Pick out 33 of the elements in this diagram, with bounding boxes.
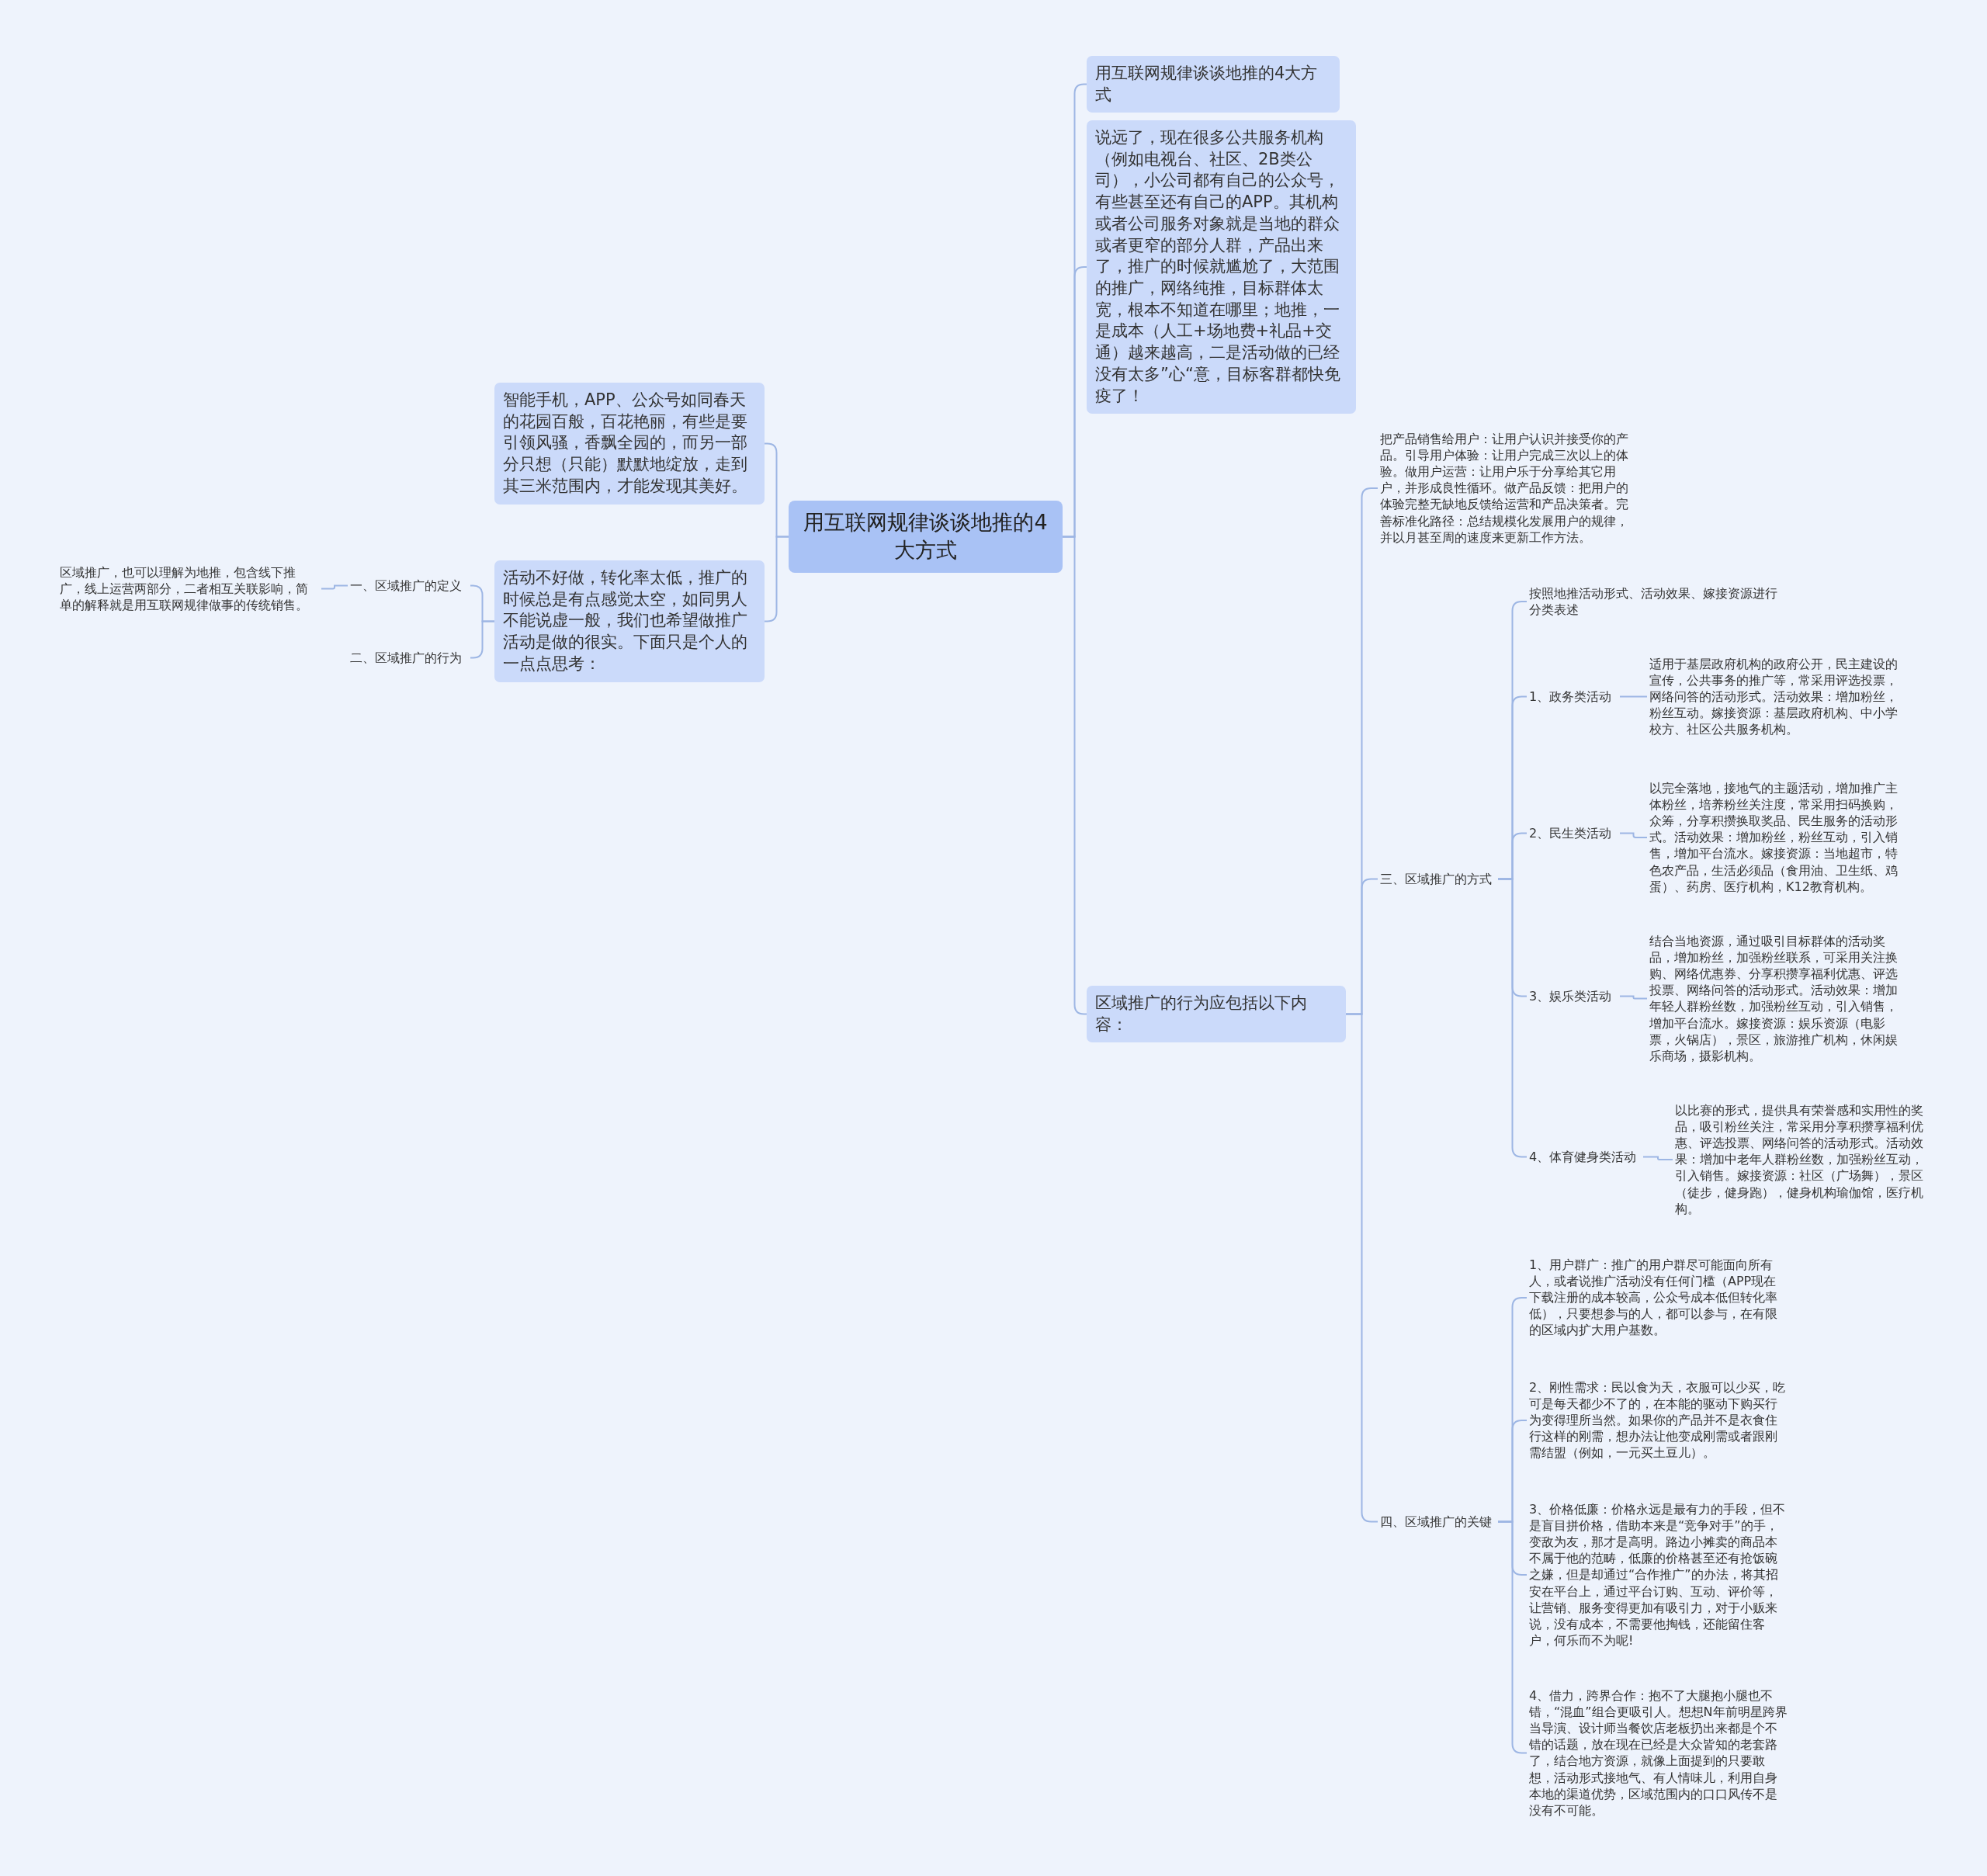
topic-text: 以完全落地，接地气的主题活动，增加推广主体粉丝，培养粉丝关注度，常采用扫码换购，众筹，分享积攒换取奖品、民生服务的活动形式。活动效果：增加粉丝，粉丝互动，引入销售，增加平台流水。嫁接资源：当地超市，特色农产品，生活必须品（食用油、卫生纸、鸡蛋）、药房、医疗机构，K12教育机构。 <box>1647 778 1907 896</box>
topic-text: 3、娱乐类活动 <box>1527 987 1620 1007</box>
topic-text: 二、区域推广的行为 <box>348 648 470 668</box>
topic-text: 1、用户群广：推广的用户群尽可能面向所有人，或者说推广活动没有任何门槛（APP现在下载注册的成本较高，公众号成本低但转化率低），只要想参与的人，都可以参与，在有限的区域内扩大用户基数。 <box>1527 1255 1791 1340</box>
connector <box>1619 695 1648 698</box>
topic-text: 2、民生类活动 <box>1527 824 1620 844</box>
topic-text: 以比赛的形式，提供具有荣誉感和实用性的奖品，吸引粉丝关注，常采用分享积攒享福利优惠、评选投票、网络问答的活动形式。活动效果：增加中老年人群粉丝数，加强粉丝互动，引入销售。嫁接资源：社区（广场舞），景区（徒步，健身跑），健身机构瑜伽馆，医疗机构。 <box>1673 1101 1937 1219</box>
topic-text: 一、区域推广的定义 <box>348 576 470 596</box>
connector <box>1619 995 1648 1000</box>
topic-text: 2、刚性需求：民以食为天，衣服可以少买，吃可是每天都少不了的，在本能的驱动下购买行为变得理所当然。如果你的产品并不是衣食住行这样的刚需，想办法让他变成刚需或者跟刚需结盟（例如，一元买土豆儿）。 <box>1527 1378 1791 1463</box>
connector <box>1642 1156 1673 1160</box>
connector <box>1619 832 1648 838</box>
topic-box: 用互联网规律谈谈地推的4大方式 <box>1087 56 1340 113</box>
connector <box>764 536 789 622</box>
topic-text: 按照地推活动形式、活动效果、嫁接资源进行分类表述 <box>1527 584 1791 620</box>
topic-text: 三、区域推广的方式 <box>1378 869 1498 889</box>
topic-text: 1、政务类活动 <box>1527 687 1620 707</box>
topic-text: 3、价格低廉：价格永远是最有力的手段，但不是盲目拼价格，借助本来是“竞争对手”的手，变敌为友，那才是高明。路边小摊卖的商品本不属于他的范畴，低廉的价格甚至还有抢饭碗之嫌，但是却通过“合作推广”的办法，将其招安在平台上，通过平台订购、互动、评价等，让营销、服务变得更加有吸引力，对于小贩来说，没有成本，不需要他掏钱，还能留住客户，何乐而不为呢! <box>1527 1500 1791 1650</box>
topic-box: 智能手机，APP、公众号如同春天的花园百般，百花艳丽，有些是要引领风骚，香飘全园的，而另一部分只想（只能）默默地绽放，走到其三米范围内，才能发现其美好。 <box>494 383 765 505</box>
topic-text: 区域推广，也可以理解为地推，包含线下推广，线上运营两部分，二者相互关联影响，简单的解释就是用互联网规律做事的传统销售。 <box>57 563 321 616</box>
topic-box: 活动不好做，转化率太低，推广的时候总是有点感觉太空，如同男人不能说虚一般，我们也希望做推广活动是做的很实。下面只是个人的一点点思考： <box>494 560 765 682</box>
topic-text: 4、借力，跨界合作：抱不了大腿抱小腿也不错，“混血”组合更吸引人。想想N年前明星跨界当导演、设计师当餐饮店老板扔出来都是个不错的话题，放在现在已经是大众皆知的老套路了，结合地方资源，就像上面提到的只要敢想，活动形式接地气、有人情味儿，利用自身本地的渠道优势，区域范围内的口口风传不是没有不可能。 <box>1527 1686 1791 1820</box>
topic-box: 说远了，现在很多公共服务机构（例如电视台、社区、2B类公司），小公司都有自己的公众号，有些甚至还有自己的APP。其机构或者公司服务对象就是当地的群众或者更窄的部分人群，产品出来了，推广的时候就尴尬了，大范围的推广，网络纯推，目标群体太宽，根本不知道在哪里；地推，一是成本（人工+场地费+礼品+交通）越来越高，二是活动做的已经没有太多”心“意，目标客群都快免疫了！ <box>1087 120 1356 414</box>
topic-text: 四、区域推广的关键 <box>1378 1512 1498 1532</box>
topic-text: 4、体育健身类活动 <box>1527 1147 1643 1167</box>
connector <box>321 584 349 590</box>
central-topic-box: 用互联网规律谈谈地推的4大方式 <box>789 501 1063 573</box>
topic-box: 区域推广的行为应包括以下内容： <box>1087 986 1346 1043</box>
topic-text: 把产品销售给用户：让用户认识并接受你的产品。引导用户体验：让用户完成三次以上的体验。做用户运营：让用户乐于分享给其它用户，并形成良性循环。做产品反馈：把用户的体验完整无缺地反馈给运营和产品决策者。完善标准化路径：总结规模化发展用户的规律，并以月甚至周的速度来更新工作方法。 <box>1378 429 1642 547</box>
connector <box>470 620 495 659</box>
topic-text: 适用于基层政府机构的政府公开，民主建设的宣传，公共事务的推广等，常采用评选投票，网络问答的活动形式。活动效果：增加粉丝，粉丝互动。嫁接资源：基层政府机构、中小学校方、社区公共服务机构。 <box>1647 654 1907 740</box>
topic-text: 结合当地资源，通过吸引目标群体的活动奖品，增加粉丝，加强粉丝联系，可采用关注换购、网络优惠券、分享积攒享福利优惠、评选投票、网络问答的活动形式。活动效果：增加年轻人群粉丝数，加强粉丝互动，引入销售，增加平台流水。嫁接资源：娱乐资源（电影票，火锅店），景区，旅游推广机构，休闲娱乐商场，摄影机构。 <box>1647 931 1907 1066</box>
connector <box>1062 536 1087 1015</box>
